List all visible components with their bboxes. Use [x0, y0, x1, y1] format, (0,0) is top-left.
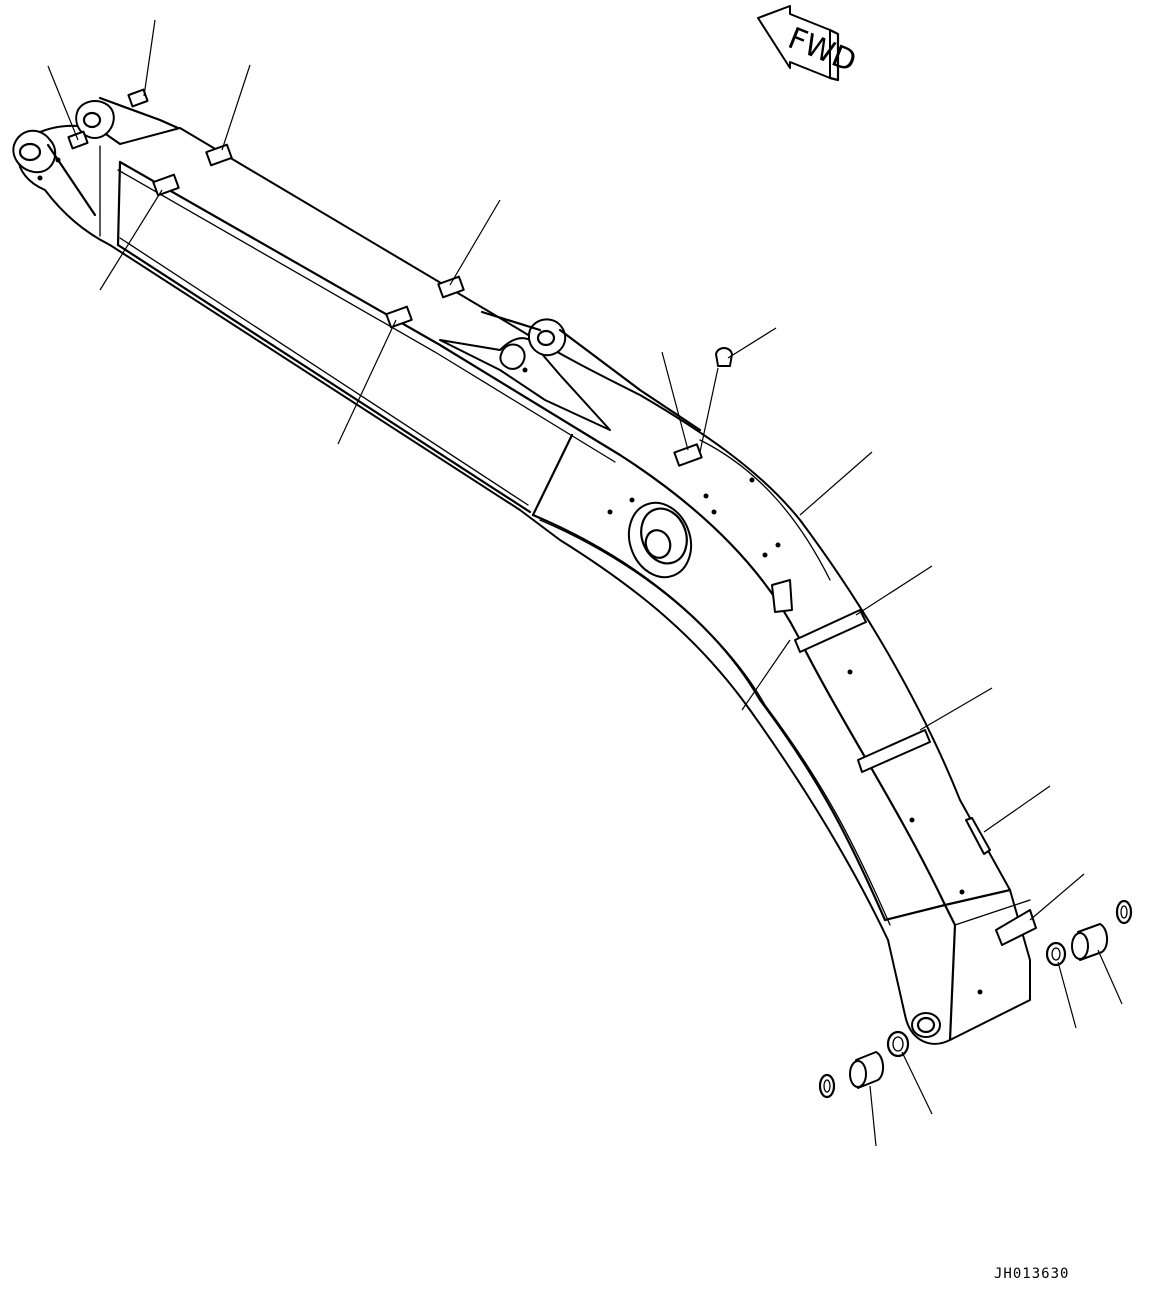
bushing-right [1071, 923, 1108, 961]
seal-ring-right [1115, 899, 1133, 925]
drawing-number: JH013630 [994, 1266, 1070, 1282]
dust-seal-left [886, 1030, 910, 1058]
pin-parts [818, 899, 1133, 1099]
bushing-left [849, 1051, 884, 1089]
seal-ring [818, 1073, 836, 1099]
leader-lines [47, 19, 1123, 1147]
fwd-arrow-icon: FWD [757, 5, 861, 82]
boom-body [12, 88, 1037, 1045]
dust-seal-right [1045, 941, 1067, 967]
